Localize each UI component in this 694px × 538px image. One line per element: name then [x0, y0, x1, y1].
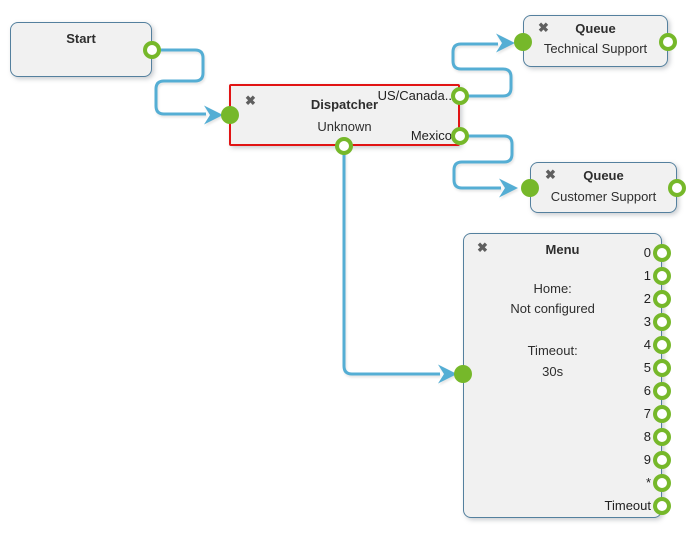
close-icon[interactable]: ✖	[245, 93, 256, 108]
menu-port-label-Timeout: Timeout	[604, 498, 651, 513]
queue-technical-input-port[interactable]	[514, 33, 532, 51]
arrowhead	[496, 33, 515, 53]
dispatcher-output-port-us-canada[interactable]	[451, 87, 469, 105]
dispatcher-output-port-mexico[interactable]	[451, 127, 469, 145]
menu-port-label-3: 3	[643, 314, 651, 329]
menu-input-port[interactable]	[454, 365, 472, 383]
arrowhead	[438, 364, 457, 384]
node-start[interactable]: Start	[10, 22, 152, 77]
menu-port-label-7: 7	[643, 406, 651, 421]
node-dispatcher-title: Dispatcher	[310, 97, 379, 112]
arrowhead	[204, 105, 223, 125]
dispatcher-port-label-mexico: Mexico	[410, 128, 452, 143]
node-menu-title: Menu	[545, 242, 580, 257]
close-icon[interactable]: ✖	[545, 167, 556, 182]
node-menu[interactable]: ✖ Menu Home: Not configured Timeout: 30s…	[463, 233, 671, 518]
menu-home-label: Home:	[533, 281, 572, 296]
queue-customer-output-port[interactable]	[668, 179, 686, 197]
node-start-title: Start	[66, 31, 96, 46]
menu-timeout-label: Timeout:	[527, 343, 578, 358]
menu-output-port-*[interactable]	[653, 474, 671, 492]
connector-dispatcher-to-menu[interactable]	[342, 146, 440, 376]
menu-output-port-4[interactable]	[653, 336, 671, 354]
menu-port-label-1: 1	[643, 268, 651, 283]
menu-port-label-5: 5	[643, 360, 651, 375]
node-queue-customer[interactable]: ✖ Queue Customer Support	[530, 162, 677, 213]
dispatcher-input-port[interactable]	[221, 106, 239, 124]
menu-output-port-7[interactable]	[653, 405, 671, 423]
menu-timeout-value: 30s	[542, 364, 564, 379]
menu-home-value: Not configured	[510, 301, 595, 316]
menu-output-port-6[interactable]	[653, 382, 671, 400]
close-icon[interactable]: ✖	[538, 20, 549, 35]
menu-port-label-4: 4	[643, 337, 651, 352]
dispatcher-port-label-us-canada: US/Canada..	[377, 88, 452, 103]
dispatcher-bottom-port[interactable]	[335, 137, 353, 155]
menu-output-port-Timeout[interactable]	[653, 497, 671, 515]
node-queue-technical-title: Queue	[575, 21, 616, 36]
menu-output-port-0[interactable]	[653, 244, 671, 262]
queue-customer-input-port[interactable]	[521, 179, 539, 197]
menu-output-port-8[interactable]	[653, 428, 671, 446]
connector-mexico-to-queue-customer[interactable]	[452, 134, 514, 190]
menu-output-port-1[interactable]	[653, 267, 671, 285]
menu-output-port-3[interactable]	[653, 313, 671, 331]
node-dispatcher-subtitle: Unknown	[317, 119, 372, 134]
start-output-port[interactable]	[143, 41, 161, 59]
menu-port-label-2: 2	[643, 291, 651, 306]
menu-output-port-9[interactable]	[653, 451, 671, 469]
menu-output-port-2[interactable]	[653, 290, 671, 308]
node-queue-customer-subtitle: Customer Support	[550, 189, 657, 204]
connector-uscanada-to-queue-technical[interactable]	[451, 42, 513, 98]
menu-port-label-6: 6	[643, 383, 651, 398]
node-queue-technical[interactable]: ✖ Queue Technical Support	[523, 15, 668, 67]
menu-port-label-9: 9	[643, 452, 651, 467]
node-queue-customer-title: Queue	[583, 168, 624, 183]
menu-port-label-0: 0	[643, 245, 651, 260]
menu-port-label-*: *	[645, 475, 651, 490]
close-icon[interactable]: ✖	[477, 240, 488, 255]
queue-technical-output-port[interactable]	[659, 33, 677, 51]
arrowhead	[499, 178, 518, 198]
connector-start-to-dispatcher[interactable]	[152, 48, 206, 116]
menu-port-label-8: 8	[643, 429, 651, 444]
menu-output-port-5[interactable]	[653, 359, 671, 377]
node-queue-technical-subtitle: Technical Support	[543, 41, 648, 56]
